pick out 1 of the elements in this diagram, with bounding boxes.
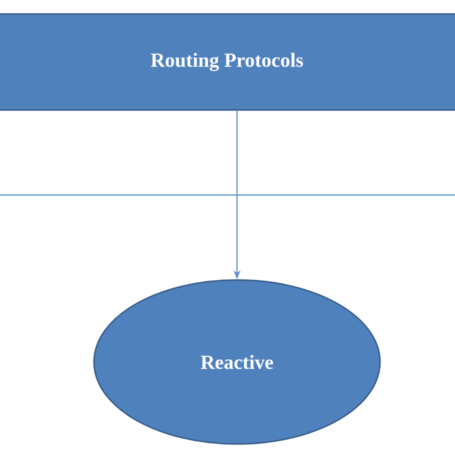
process-box: Routing Protocols — [0, 13, 455, 111]
